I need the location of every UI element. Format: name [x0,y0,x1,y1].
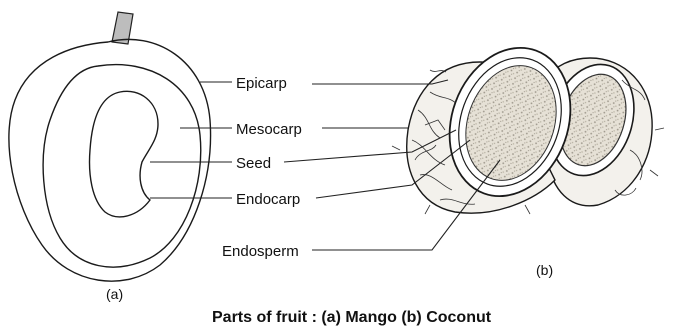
leader-epicarp-b [312,80,448,84]
figure-caption: Parts of fruit : (a) Mango (b) Coconut [212,309,492,326]
label-epicarp: Epicarp [236,75,287,92]
sublabel-a: (a) [106,286,123,302]
mango-mesocarp-edge [43,65,201,267]
mango-epicarp [9,39,211,281]
label-endosperm: Endosperm [222,243,299,260]
label-endocarp: Endocarp [236,191,300,208]
mango-drawing [9,12,211,281]
label-seed: Seed [236,155,271,172]
sublabel-b: (b) [536,262,553,278]
label-mesocarp: Mesocarp [236,121,302,138]
coconut-drawing [392,31,664,214]
mango-seed [90,91,158,217]
